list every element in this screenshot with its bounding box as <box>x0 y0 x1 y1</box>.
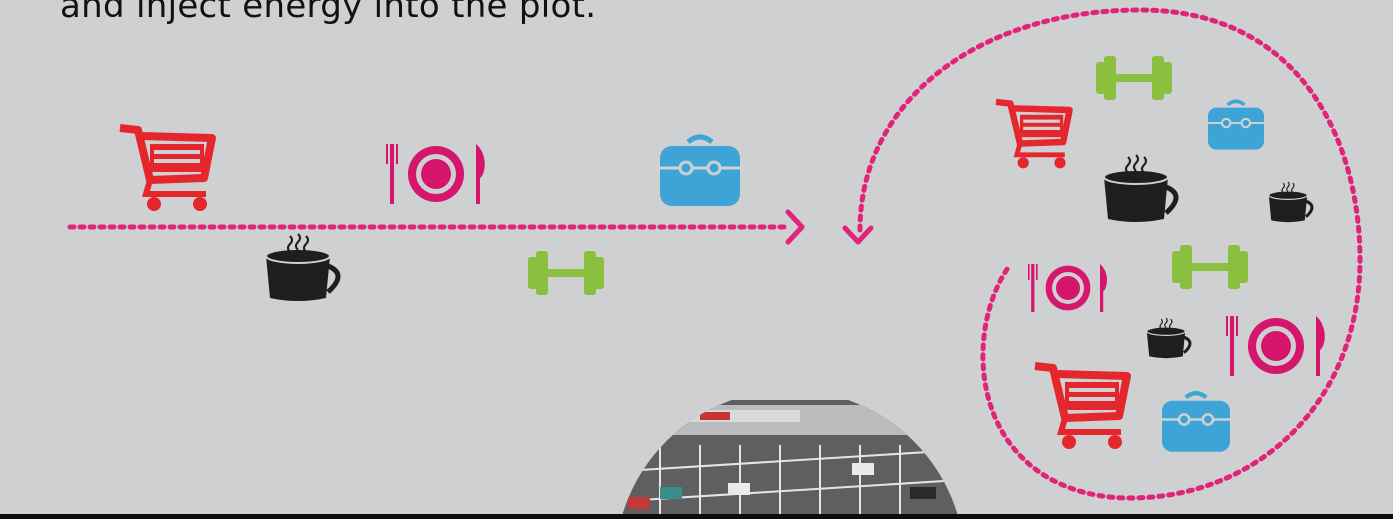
aerial-parking-lot-photo <box>600 400 980 519</box>
plate-cutlery-icon <box>1028 264 1107 312</box>
dumbbell-icon <box>1096 56 1172 100</box>
shopping-cart-icon <box>996 102 1070 168</box>
plate-cutlery-icon <box>1226 316 1325 376</box>
dumbbell-icon <box>528 251 604 295</box>
coffee-cup-icon <box>1269 182 1312 222</box>
coffee-cup-icon <box>1147 318 1190 358</box>
toolbox-icon <box>1162 393 1230 452</box>
plate-cutlery-icon <box>386 144 485 204</box>
shopping-cart-icon <box>1035 366 1127 449</box>
toolbox-icon <box>660 137 740 206</box>
coffee-cup-icon <box>266 234 338 301</box>
bottom-edge <box>0 514 1393 519</box>
linear-arrowhead <box>788 212 802 242</box>
coffee-cup-icon <box>1104 155 1176 222</box>
shopping-cart-icon <box>120 128 212 211</box>
toolbox-icon <box>1208 101 1264 149</box>
dumbbell-icon <box>1172 245 1248 289</box>
